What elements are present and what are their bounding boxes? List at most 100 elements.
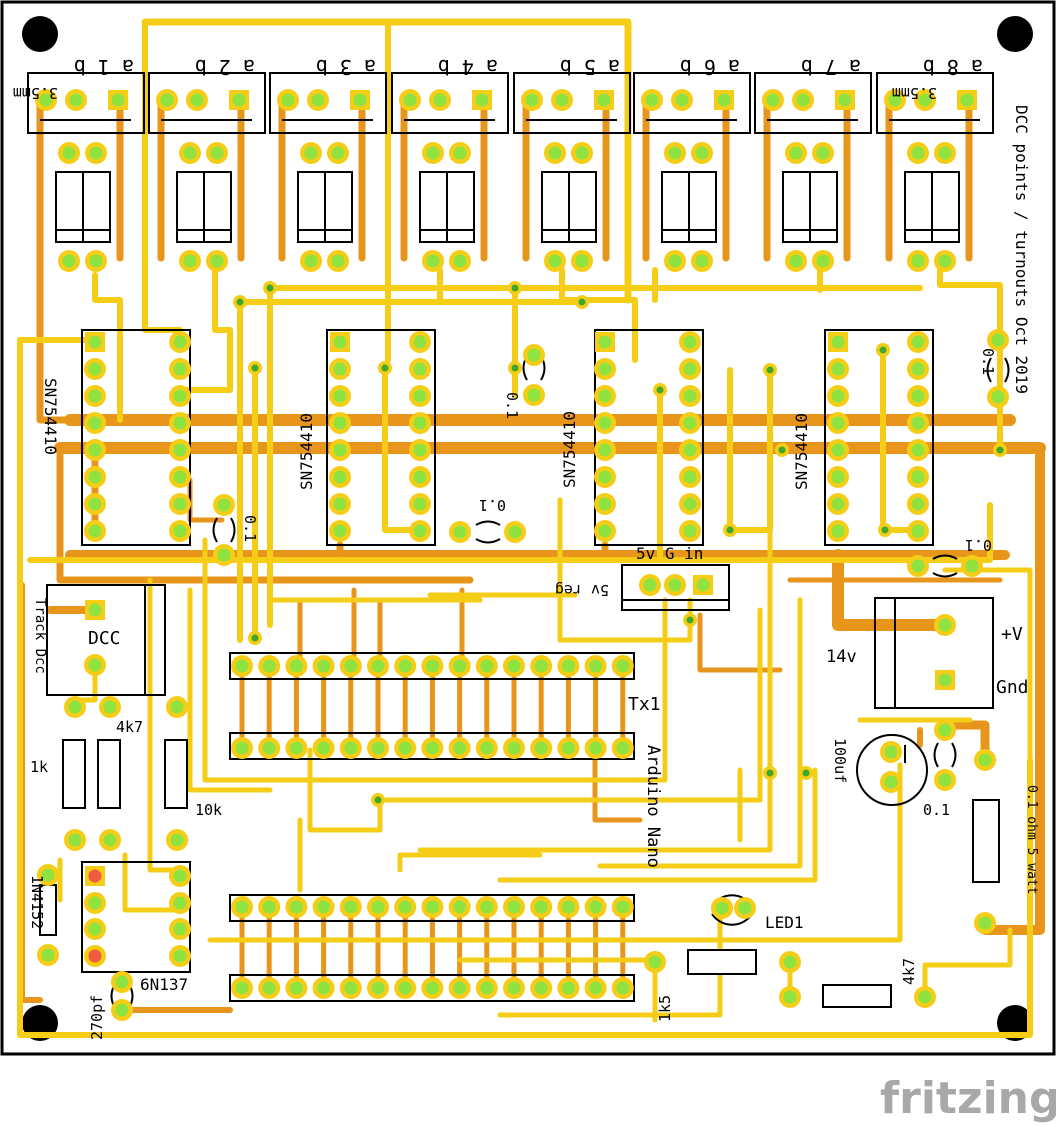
- pad-hole: [597, 93, 611, 107]
- via-hole: [686, 616, 694, 624]
- pad-hole: [304, 254, 318, 268]
- via-hole: [802, 769, 810, 777]
- pad-hole: [88, 362, 102, 376]
- pad-hole: [598, 389, 612, 403]
- connector-housing: [754, 72, 872, 134]
- pad-hole: [69, 93, 83, 107]
- dcc-block: [46, 584, 166, 696]
- pad-hole: [831, 389, 845, 403]
- pad-hole: [831, 416, 845, 430]
- via-hole: [578, 298, 586, 306]
- pad-hole: [911, 559, 925, 573]
- cap-label: 100uf: [831, 738, 849, 783]
- pad-hole: [816, 254, 830, 268]
- resistor-label: 1k: [30, 758, 48, 776]
- pad-hole: [173, 470, 187, 484]
- pad-hole: [683, 416, 697, 430]
- pad-hole: [317, 900, 331, 914]
- pad-hole: [413, 443, 427, 457]
- trace: [382, 365, 423, 533]
- pad-hole: [333, 416, 347, 430]
- pad-hole: [507, 900, 521, 914]
- cap-arc: [475, 538, 501, 544]
- pad-hole: [453, 981, 467, 995]
- pad-hole: [398, 659, 412, 673]
- cap-arc: [230, 517, 236, 543]
- pad-hole: [668, 578, 682, 592]
- resistor-body: [972, 799, 1000, 883]
- via-hole: [766, 769, 774, 777]
- pad-hole: [88, 416, 102, 430]
- pad-hole: [527, 388, 541, 402]
- connector-housing: [148, 72, 266, 134]
- trace: [980, 443, 1045, 935]
- pad-hole: [425, 659, 439, 673]
- voltage-label: 14v: [826, 647, 857, 667]
- ic-body: [326, 329, 436, 546]
- pad-hole: [453, 741, 467, 755]
- trace: [937, 267, 1003, 453]
- pad-hole: [88, 335, 102, 349]
- pad-hole: [111, 93, 125, 107]
- pad-hole: [413, 416, 427, 430]
- pad-hole: [170, 700, 184, 714]
- trace: [27, 502, 993, 563]
- pad-hole: [675, 93, 689, 107]
- pad-hole: [333, 389, 347, 403]
- pad-hole: [783, 990, 797, 1004]
- pad-hole: [911, 254, 925, 268]
- pad-hole: [262, 900, 276, 914]
- pad-hole: [534, 981, 548, 995]
- pad-hole: [683, 362, 697, 376]
- pad-hole: [527, 348, 541, 362]
- trace: [497, 907, 723, 1018]
- pad-hole: [413, 389, 427, 403]
- pad-hole: [911, 497, 925, 511]
- connector-housing: [513, 72, 631, 134]
- pad-hole: [103, 833, 117, 847]
- pad-hole: [911, 146, 925, 160]
- pad-hole: [888, 93, 902, 107]
- pad-hole: [938, 254, 952, 268]
- pad-hole: [598, 416, 612, 430]
- pad-hole: [413, 335, 427, 349]
- pad-hole: [173, 497, 187, 511]
- resistor-body: [687, 949, 757, 975]
- connector-housing: [269, 72, 387, 134]
- trace: [202, 537, 668, 783]
- pad-hole: [183, 146, 197, 160]
- resistor-body: [62, 739, 86, 809]
- pad-hole: [598, 524, 612, 538]
- pad-hole: [766, 93, 780, 107]
- bottom-traces: [19, 98, 1046, 1013]
- mounting-hole: [997, 16, 1033, 52]
- pad-hole: [413, 524, 427, 538]
- pad-hole: [507, 741, 521, 755]
- pad-hole: [41, 948, 55, 962]
- trace: [397, 852, 543, 873]
- pad-hole: [696, 578, 710, 592]
- ic-body: [81, 329, 191, 546]
- pad-hole: [480, 900, 494, 914]
- cap-arc: [932, 572, 958, 578]
- resistor-body: [164, 739, 188, 809]
- arduino-label: Arduino Nano: [643, 745, 663, 868]
- pad-hole: [311, 93, 325, 107]
- pad-hole: [115, 975, 129, 989]
- pad-hole: [88, 603, 102, 617]
- trace: [922, 927, 1013, 998]
- power-block: [874, 597, 994, 709]
- cap-label: 0.1: [965, 536, 992, 554]
- pad-hole: [210, 146, 224, 160]
- pad-hole: [918, 93, 932, 107]
- pad-hole: [796, 93, 810, 107]
- pad-hole: [616, 900, 630, 914]
- pad-hole: [534, 659, 548, 673]
- connector-label: a 1 b: [74, 55, 134, 79]
- pad-hole: [918, 990, 932, 1004]
- pad-hole: [289, 659, 303, 673]
- via-hole: [778, 446, 786, 454]
- pad-hole: [217, 548, 231, 562]
- pad-hole: [838, 93, 852, 107]
- trace: [92, 272, 123, 423]
